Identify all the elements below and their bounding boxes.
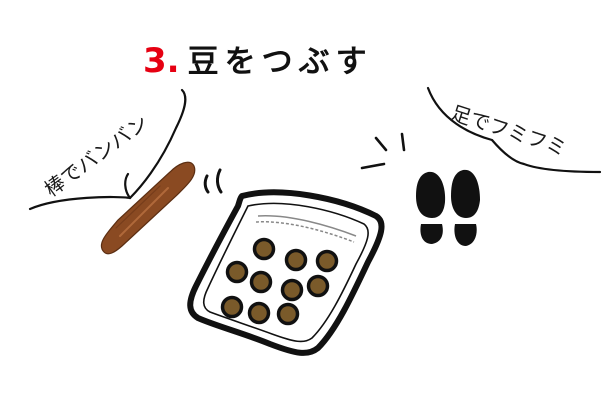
wooden-pestle-icon: [100, 161, 196, 255]
bean-icon: [276, 302, 300, 326]
motion-lines-pestle: [203, 168, 223, 194]
speech-bubble-left-tail: [124, 172, 132, 200]
step-title: 3. 豆をつぶす: [143, 36, 373, 81]
beans-group: [220, 237, 339, 326]
step-heading: 豆をつぶす: [187, 44, 373, 80]
motion-lines-feet: [360, 132, 406, 170]
left-shoe-sole: [416, 171, 446, 218]
bean-icon: [220, 295, 244, 319]
bean-icon: [247, 301, 271, 325]
speech-bubble-right: [426, 86, 602, 174]
right-shoe-heel: [454, 224, 477, 246]
bean-icon: [249, 270, 273, 294]
speech-bubble-left: [28, 88, 187, 211]
bean-icon: [280, 278, 304, 302]
bean-icon: [315, 249, 339, 273]
step-number: 3.: [143, 41, 180, 81]
right-shoe-sole: [451, 169, 480, 218]
footprints-icon: [416, 169, 480, 246]
bean-icon: [306, 274, 330, 298]
bean-icon: [225, 260, 249, 284]
left-shoe-heel: [420, 224, 443, 244]
bean-icon: [252, 237, 276, 261]
zip-bag-icon: [187, 189, 385, 356]
bean-icon: [284, 248, 308, 272]
